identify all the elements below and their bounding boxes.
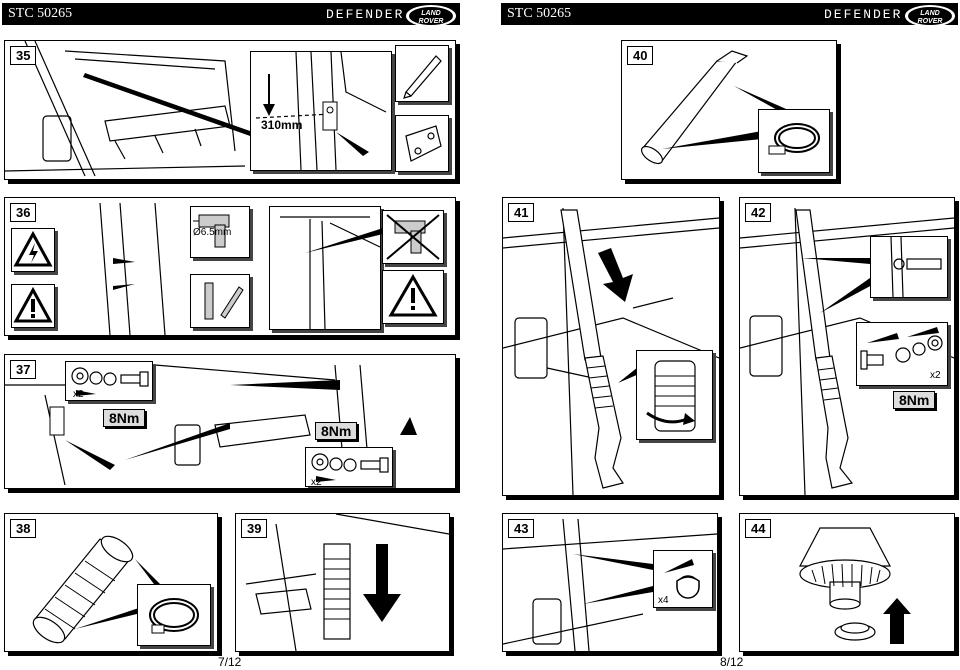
snorkel-install-illustration [503,207,719,495]
qty-label: x2 [73,389,84,400]
step-41-panel: 41 [502,197,720,496]
step-number: 39 [241,519,268,538]
step-42-panel: 42 x2 8Nm [739,197,955,496]
qty-label: x2 [930,370,941,381]
step-number: 36 [10,203,37,222]
snorkel-cap-illustration [503,518,717,651]
hose-clamp-closeup [646,360,696,432]
step-38-panel: 38 [4,513,218,652]
step-40-panel: 40 [621,40,837,180]
svg-text:ROVER: ROVER [918,18,943,25]
electrical-hazard-box [11,228,55,272]
step-number: 43 [508,519,535,538]
pillar-closeup [269,206,381,330]
fixings-box-a [65,361,153,401]
drill-size-label: Ø6.5mm [193,227,232,238]
clamp-box [137,584,211,646]
step-36-panel: 36 Ø6.5mm [4,197,456,336]
warning-box-2 [382,270,444,324]
hose-illustration [32,535,165,644]
fixings-box-b [305,447,393,487]
page-number: 7/12 [218,655,242,669]
pillar-closeup [250,51,392,171]
step-number: 41 [508,203,535,222]
svg-text:ROVER: ROVER [419,18,444,25]
step-35-panel: 35 310mm [4,40,456,180]
pencil-icon [403,55,442,99]
warning-icon [13,286,53,323]
bolt-washer-icon [311,453,389,482]
warning-icon [388,274,438,317]
torque-label: 8Nm [103,409,146,427]
deburr-tool-icon [204,282,244,320]
torque-label: 8Nm [315,422,358,440]
svg-text:LAND: LAND [920,10,939,17]
svg-text:LAND: LAND [421,10,440,17]
air-cleaner-icon [799,527,911,644]
qty-label: x2 [311,477,322,488]
deburr-tools-box [190,274,250,328]
hose-fitting-illustration [245,514,449,651]
electrical-hazard-icon [13,230,53,267]
clamp-icon [149,598,199,634]
model-name: DEFENDER [326,7,405,22]
bolt-washer-icon [860,327,943,370]
doc-code: STC 50265 [8,6,73,21]
drill-icon [193,214,230,248]
cap-icon [664,559,700,599]
land-rover-logo: LAND ROVER [406,5,456,27]
doc-code: STC 50265 [507,6,572,21]
clamp-box [758,109,830,173]
step-number: 38 [10,519,37,538]
no-drill-box [382,210,444,264]
step-37-panel: 37 x2 8Nm 8Nm x2 [4,354,456,489]
measurement-label: 310mm [261,118,303,132]
bracket-icon [405,125,442,162]
drill-icon-box [190,206,250,258]
bolt-washer-icon [71,367,149,396]
warning-box [11,284,55,328]
snorkel-secure-illustration [740,207,954,495]
step-number: 37 [10,360,37,379]
pillar-drill-illustration [99,202,166,335]
step-number: 35 [10,46,37,65]
page-number: 8/12 [720,655,744,669]
step-number: 40 [627,46,654,65]
step-39-panel: 39 [235,513,450,652]
hose-joint-closeup [636,350,713,440]
caps-box [653,550,713,608]
land-rover-logo: LAND ROVER [905,5,955,27]
step-44-panel: 44 [739,513,955,652]
snorkel-tube-illustration [640,50,802,165]
model-name: DEFENDER [824,7,903,22]
no-drill-icon [386,214,440,260]
bracket-icon-box [395,115,449,172]
header-left: STC 50265 DEFENDER LAND ROVER [2,3,460,27]
bracket-closeup-icon [890,237,942,297]
pencil-icon-box [395,45,449,102]
fixings-box [856,322,948,386]
vehicle-windscreen-illustration [5,41,253,177]
clamp-icon [768,123,820,155]
header-right: STC 50265 DEFENDER LAND ROVER [501,3,958,27]
bracket-closeup [870,236,948,298]
step-number: 42 [745,203,772,222]
step-number: 44 [745,519,772,538]
qty-label: x4 [658,595,669,606]
step-43-panel: 43 x4 [502,513,718,652]
torque-label: 8Nm [893,391,936,409]
